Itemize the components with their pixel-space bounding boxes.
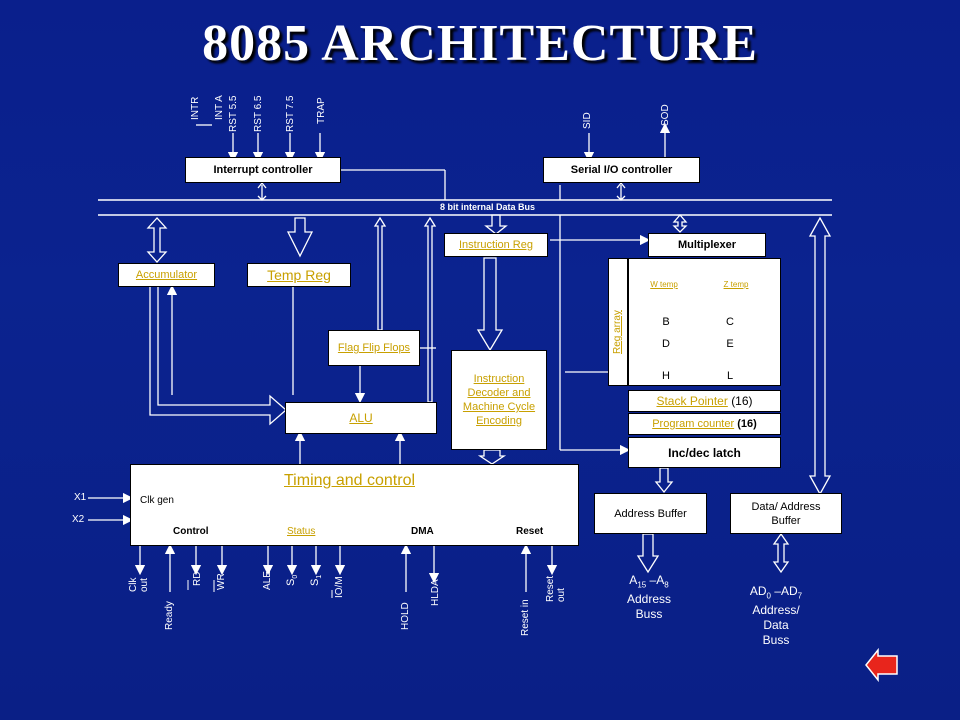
- multiplexer-block: Multiplexer: [648, 233, 766, 257]
- temp-reg-block: Temp Reg: [247, 263, 351, 287]
- instruction-decoder-block: Instruction Decoder and Machine Cycle En…: [451, 350, 547, 450]
- signal-io-m: IO/M: [334, 576, 345, 598]
- back-button[interactable]: [864, 648, 900, 682]
- register-d: D: [662, 338, 670, 350]
- signal-intr: INTR: [190, 96, 201, 120]
- signal-s1: S1: [309, 574, 324, 586]
- signal-rst65: RST 6.5: [253, 95, 264, 133]
- register-c: C: [726, 316, 734, 328]
- signal-s0: S0: [285, 574, 300, 586]
- signal-hold: HOLD: [400, 602, 411, 630]
- reg-array-label-box: [608, 258, 628, 386]
- page-title: 8085 ARCHITECTURE: [202, 15, 758, 72]
- w-temp-register[interactable]: W temp: [650, 280, 678, 289]
- signal-rst75: RST 7.5: [285, 95, 296, 133]
- accumulator-block: Accumulator: [118, 263, 215, 287]
- signal-rd: RD: [192, 571, 203, 586]
- signal-rst55: RST 5.5: [228, 95, 239, 133]
- status-label[interactable]: Status: [287, 526, 316, 537]
- signal-sid: SID: [582, 112, 593, 129]
- accumulator-link[interactable]: Accumulator: [135, 269, 198, 281]
- clk-gen-label: Clk gen: [140, 495, 174, 506]
- instruction-reg-block: Instruction Reg: [444, 233, 548, 257]
- z-temp-register[interactable]: Z temp: [723, 280, 749, 289]
- register-l: L: [726, 370, 734, 382]
- instruction-decoder-link[interactable]: Instruction Decoder and Machine Cycle En…: [462, 373, 536, 427]
- serial-io-controller: Serial I/O controller: [543, 157, 700, 183]
- signal-ale: ALE: [262, 571, 273, 590]
- timing-control-block: [130, 464, 579, 546]
- data-address-buffer-block: Data/ Address Buffer: [730, 493, 842, 534]
- reset-label: Reset: [516, 526, 544, 537]
- data-bus-label: AD0 –AD7 Address/ Data Buss: [749, 584, 803, 648]
- reg-array-label[interactable]: Reg array: [612, 310, 623, 354]
- signal-reset-out: Reset out: [545, 575, 567, 602]
- program-counter-link[interactable]: Program counter: [652, 418, 735, 430]
- signal-wr: WR: [216, 573, 227, 590]
- stack-pointer-block: Stack Pointer (16): [628, 390, 781, 412]
- register-array-block: [628, 258, 781, 386]
- interrupt-controller: Interrupt controller: [185, 157, 341, 183]
- stack-pointer-link[interactable]: Stack Pointer: [656, 394, 728, 408]
- signal-hlda: HLDA: [430, 579, 441, 606]
- x2-input: X2: [72, 514, 85, 525]
- signal-clk-out: Clk out: [128, 577, 150, 592]
- flag-flip-flops-block: Flag Flip Flops: [328, 330, 420, 366]
- signal-ready: Ready: [164, 601, 175, 630]
- internal-data-bus-label: 8 bit internal Data Bus: [440, 202, 536, 212]
- address-buffer-block: Address Buffer: [594, 493, 707, 534]
- control-label: Control: [173, 526, 209, 537]
- temp-reg-link[interactable]: Temp Reg: [267, 267, 331, 283]
- dma-label: DMA: [411, 526, 434, 537]
- address-bus-label: A15 –A8 Address Buss: [626, 573, 672, 622]
- alu-block: ALU: [285, 402, 437, 434]
- timing-control-title[interactable]: Timing and control: [284, 472, 416, 489]
- register-h: H: [662, 370, 670, 382]
- signal-inta: INT A: [214, 95, 225, 120]
- register-b: B: [662, 316, 670, 328]
- signal-trap: TRAP: [316, 97, 327, 124]
- inc-dec-latch-block: Inc/dec latch: [628, 437, 781, 468]
- flag-flip-flops-link[interactable]: Flag Flip Flops: [337, 342, 411, 354]
- register-e: E: [726, 338, 734, 350]
- instruction-reg-link[interactable]: Instruction Reg: [459, 239, 533, 251]
- signal-sod: SOD: [660, 104, 671, 126]
- x1-input: X1: [74, 492, 87, 503]
- alu-link[interactable]: ALU: [349, 411, 373, 425]
- program-counter-block: Program counter (16): [628, 413, 781, 435]
- signal-reset-in: Reset in: [520, 599, 531, 636]
